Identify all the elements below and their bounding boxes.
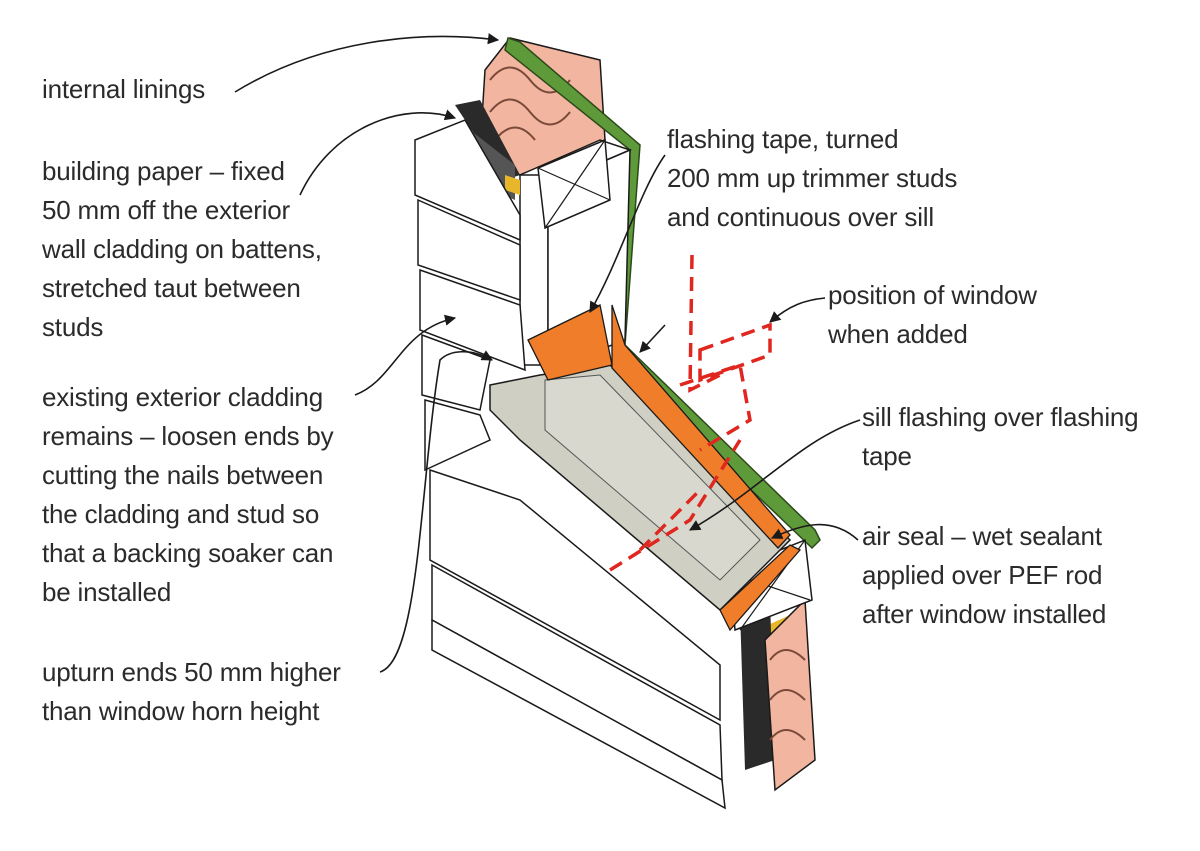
label-line: 50 mm off the exterior [42, 195, 291, 225]
top-stud [517, 138, 633, 372]
label-line: after window installed [862, 599, 1107, 629]
label-line: tape [862, 441, 912, 471]
leader-lining-short [639, 324, 666, 353]
label-line: be installed [42, 577, 172, 607]
label-sill-flashing: sill flashing over flashing tape [862, 398, 1139, 476]
label-line: upturn ends 50 mm higher [42, 657, 341, 687]
label-line: air seal – wet sealant [862, 521, 1102, 551]
internal-lining [504, 37, 821, 550]
label-line: stretched taut between [42, 273, 301, 303]
leader-flashing-tape [589, 154, 666, 313]
label-line: building paper – fixed [42, 156, 285, 186]
label-window-position: position of window when added [828, 276, 1037, 354]
leader-lines [234, 33, 861, 673]
label-line: existing exterior cladding [42, 382, 323, 412]
label-line: the cladding and stud so [42, 499, 320, 529]
flashing-tape [527, 304, 802, 632]
label-line: position of window [828, 280, 1037, 310]
label-line: and continuous over sill [667, 202, 934, 232]
lower-insulation [729, 538, 816, 792]
label-line: remains – loosen ends by [42, 421, 334, 451]
leader-air-seal [770, 523, 859, 541]
label-line: studs [42, 312, 104, 342]
label-line: internal linings [42, 74, 206, 104]
label-existing-cladding: existing exterior cladding remains – loo… [42, 378, 334, 612]
label-flashing-tape: flashing tape, turned 200 mm up trimmer … [667, 120, 957, 237]
leader-upturn-ends [379, 350, 493, 673]
label-line: when added [828, 319, 968, 349]
leader-internal-linings [234, 33, 500, 93]
cladding-boards [414, 119, 726, 810]
leader-building-paper [299, 109, 457, 196]
label-line: 200 mm up trimmer studs [667, 163, 958, 193]
label-line: sill flashing over flashing [862, 402, 1139, 432]
leader-window-position [769, 297, 826, 323]
label-internal-linings: internal linings [42, 70, 205, 109]
label-building-paper: building paper – fixed 50 mm off the ext… [42, 152, 322, 347]
leader-existing-cladding [354, 314, 457, 396]
label-upturn-ends: upturn ends 50 mm higher than window hor… [42, 653, 341, 731]
label-air-seal: air seal – wet sealant applied over PEF … [862, 517, 1106, 634]
window-position-outline [609, 254, 772, 572]
label-line: than window horn height [42, 696, 320, 726]
label-line: applied over PEF rod [862, 560, 1103, 590]
label-line: flashing tape, turned [667, 124, 899, 154]
label-line: cutting the nails between [42, 460, 324, 490]
leader-sill-flashing [689, 419, 861, 531]
label-line: wall cladding on battens, [42, 234, 322, 264]
label-line: that a backing soaker can [42, 538, 334, 568]
